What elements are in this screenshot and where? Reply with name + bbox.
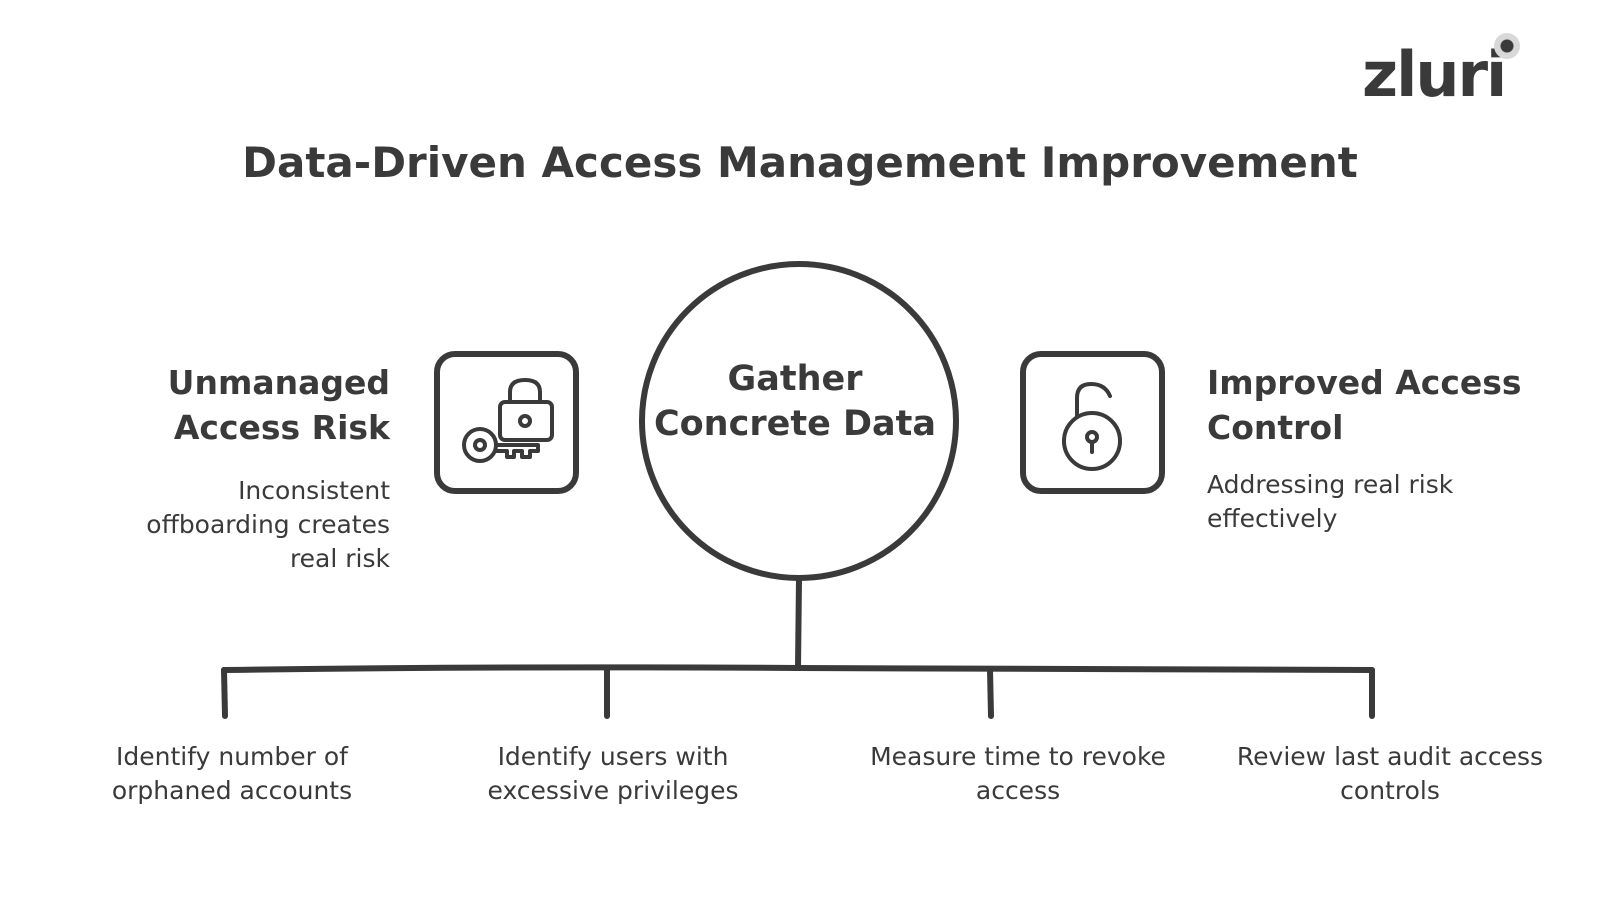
unlocked-padlock-icon	[1062, 382, 1122, 471]
left-heading: Unmanaged Access Risk	[167, 363, 390, 447]
connector-drop-1	[221, 667, 228, 719]
right-heading: Improved Access Control	[1207, 363, 1522, 447]
left-description: Inconsistent offboarding creates real ri…	[146, 476, 390, 573]
right-icon-box	[1020, 351, 1165, 494]
horizontal-connector	[221, 664, 1375, 673]
step-label-2: Identify users with excessive privileges	[487, 742, 739, 805]
center-stem	[795, 575, 802, 671]
step-label-4: Review last audit access controls	[1236, 742, 1544, 805]
brand-logo: zluri	[1362, 38, 1507, 111]
left-icon-box	[434, 351, 579, 494]
center-label: Gather Concrete Data	[653, 359, 937, 444]
key-and-lock-icon	[462, 378, 554, 463]
connector-drop-3	[987, 667, 994, 719]
page-title: Data-Driven Access Management Improvemen…	[242, 138, 1358, 187]
step-label-1: Identify number of orphaned accounts	[111, 742, 353, 805]
logo-dot-icon	[1494, 33, 1520, 59]
step-label-3: Measure time to revoke access	[870, 742, 1166, 805]
right-description: Addressing real risk effectively	[1207, 470, 1454, 533]
